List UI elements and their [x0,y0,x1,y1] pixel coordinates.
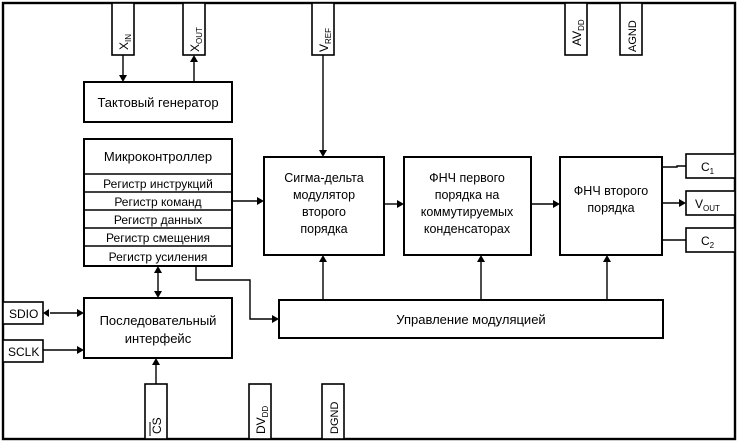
svg-text:второго: второго [302,205,346,219]
svg-text:SCLK: SCLK [8,345,39,359]
pin-c1: C1 [685,153,736,179]
microcontroller-block: Микроконтроллер Регистр инструкций Регис… [83,138,233,267]
sigma-delta-modulator-block: Сигма-дельта модулятор второго порядка [263,156,385,256]
pin-vout: VOUT [685,190,736,216]
svg-text:модулятор: модулятор [293,188,355,202]
svg-text:Последовательный: Последовательный [100,313,217,328]
svg-text:порядка: порядка [300,222,347,236]
register-gain: Регистр усиления [109,250,208,264]
pin-xin: XIN [111,2,135,56]
svg-text:порядка: порядка [587,201,634,215]
pin-cs: CS [144,383,168,440]
svg-text:C2: C2 [701,234,715,250]
svg-text:CS: CS [150,417,164,434]
first-order-lpf-block: ФНЧ первого порядка на коммутируемых кон… [403,156,532,256]
svg-text:XOUT: XOUT [188,27,204,52]
svg-text:коммутируемых: коммутируемых [421,205,514,219]
svg-text:DGND: DGND [329,402,341,434]
svg-text:Тактовый генератор: Тактовый генератор [97,95,218,110]
svg-text:DVDD: DVDD [254,406,270,434]
pin-dgnd: DGND [321,383,345,440]
clock-generator-block: Тактовый генератор [83,81,233,123]
pin-sclk: SCLK [2,339,44,363]
svg-text:SDIO: SDIO [9,307,38,321]
svg-text:порядка на: порядка на [435,188,500,202]
pin-dvdd: DVDD [248,383,272,440]
pin-sdio: SDIO [2,301,44,325]
svg-text:AGND: AGND [627,20,639,52]
pin-avdd: AVDD [564,2,588,56]
register-instructions: Регистр инструкций [103,177,213,191]
svg-text:ФНЧ первого: ФНЧ первого [429,171,505,185]
second-order-lpf-block: ФНЧ второго порядка [559,156,663,256]
pin-vref: VREF [311,2,335,56]
svg-text:XIN: XIN [117,34,133,50]
register-commands: Регистр команд [114,195,201,209]
serial-interface-block: Последовательный интерфейс [83,297,233,359]
connections [43,55,686,384]
register-data: Регистр данных [114,213,202,227]
svg-text:Управление модуляцией: Управление модуляцией [396,312,545,327]
svg-text:VOUT: VOUT [695,197,720,213]
svg-text:интерфейс: интерфейс [125,331,192,346]
svg-text:конденсаторах: конденсаторах [424,222,511,236]
svg-text:VREF: VREF [317,28,333,52]
svg-text:ФНЧ второго: ФНЧ второго [574,184,648,198]
modulation-control-block: Управление модуляцией [278,299,664,339]
svg-text:C1: C1 [701,160,715,176]
register-offset: Регистр смещения [106,231,210,245]
pin-agnd: AGND [619,2,643,56]
pin-c2: C2 [685,227,736,253]
svg-text:AVDD: AVDD [570,19,586,46]
svg-text:Сигма-дельта: Сигма-дельта [284,171,364,185]
svg-text:Микроконтроллер: Микроконтроллер [104,149,212,164]
pin-xout: XOUT [182,2,206,56]
